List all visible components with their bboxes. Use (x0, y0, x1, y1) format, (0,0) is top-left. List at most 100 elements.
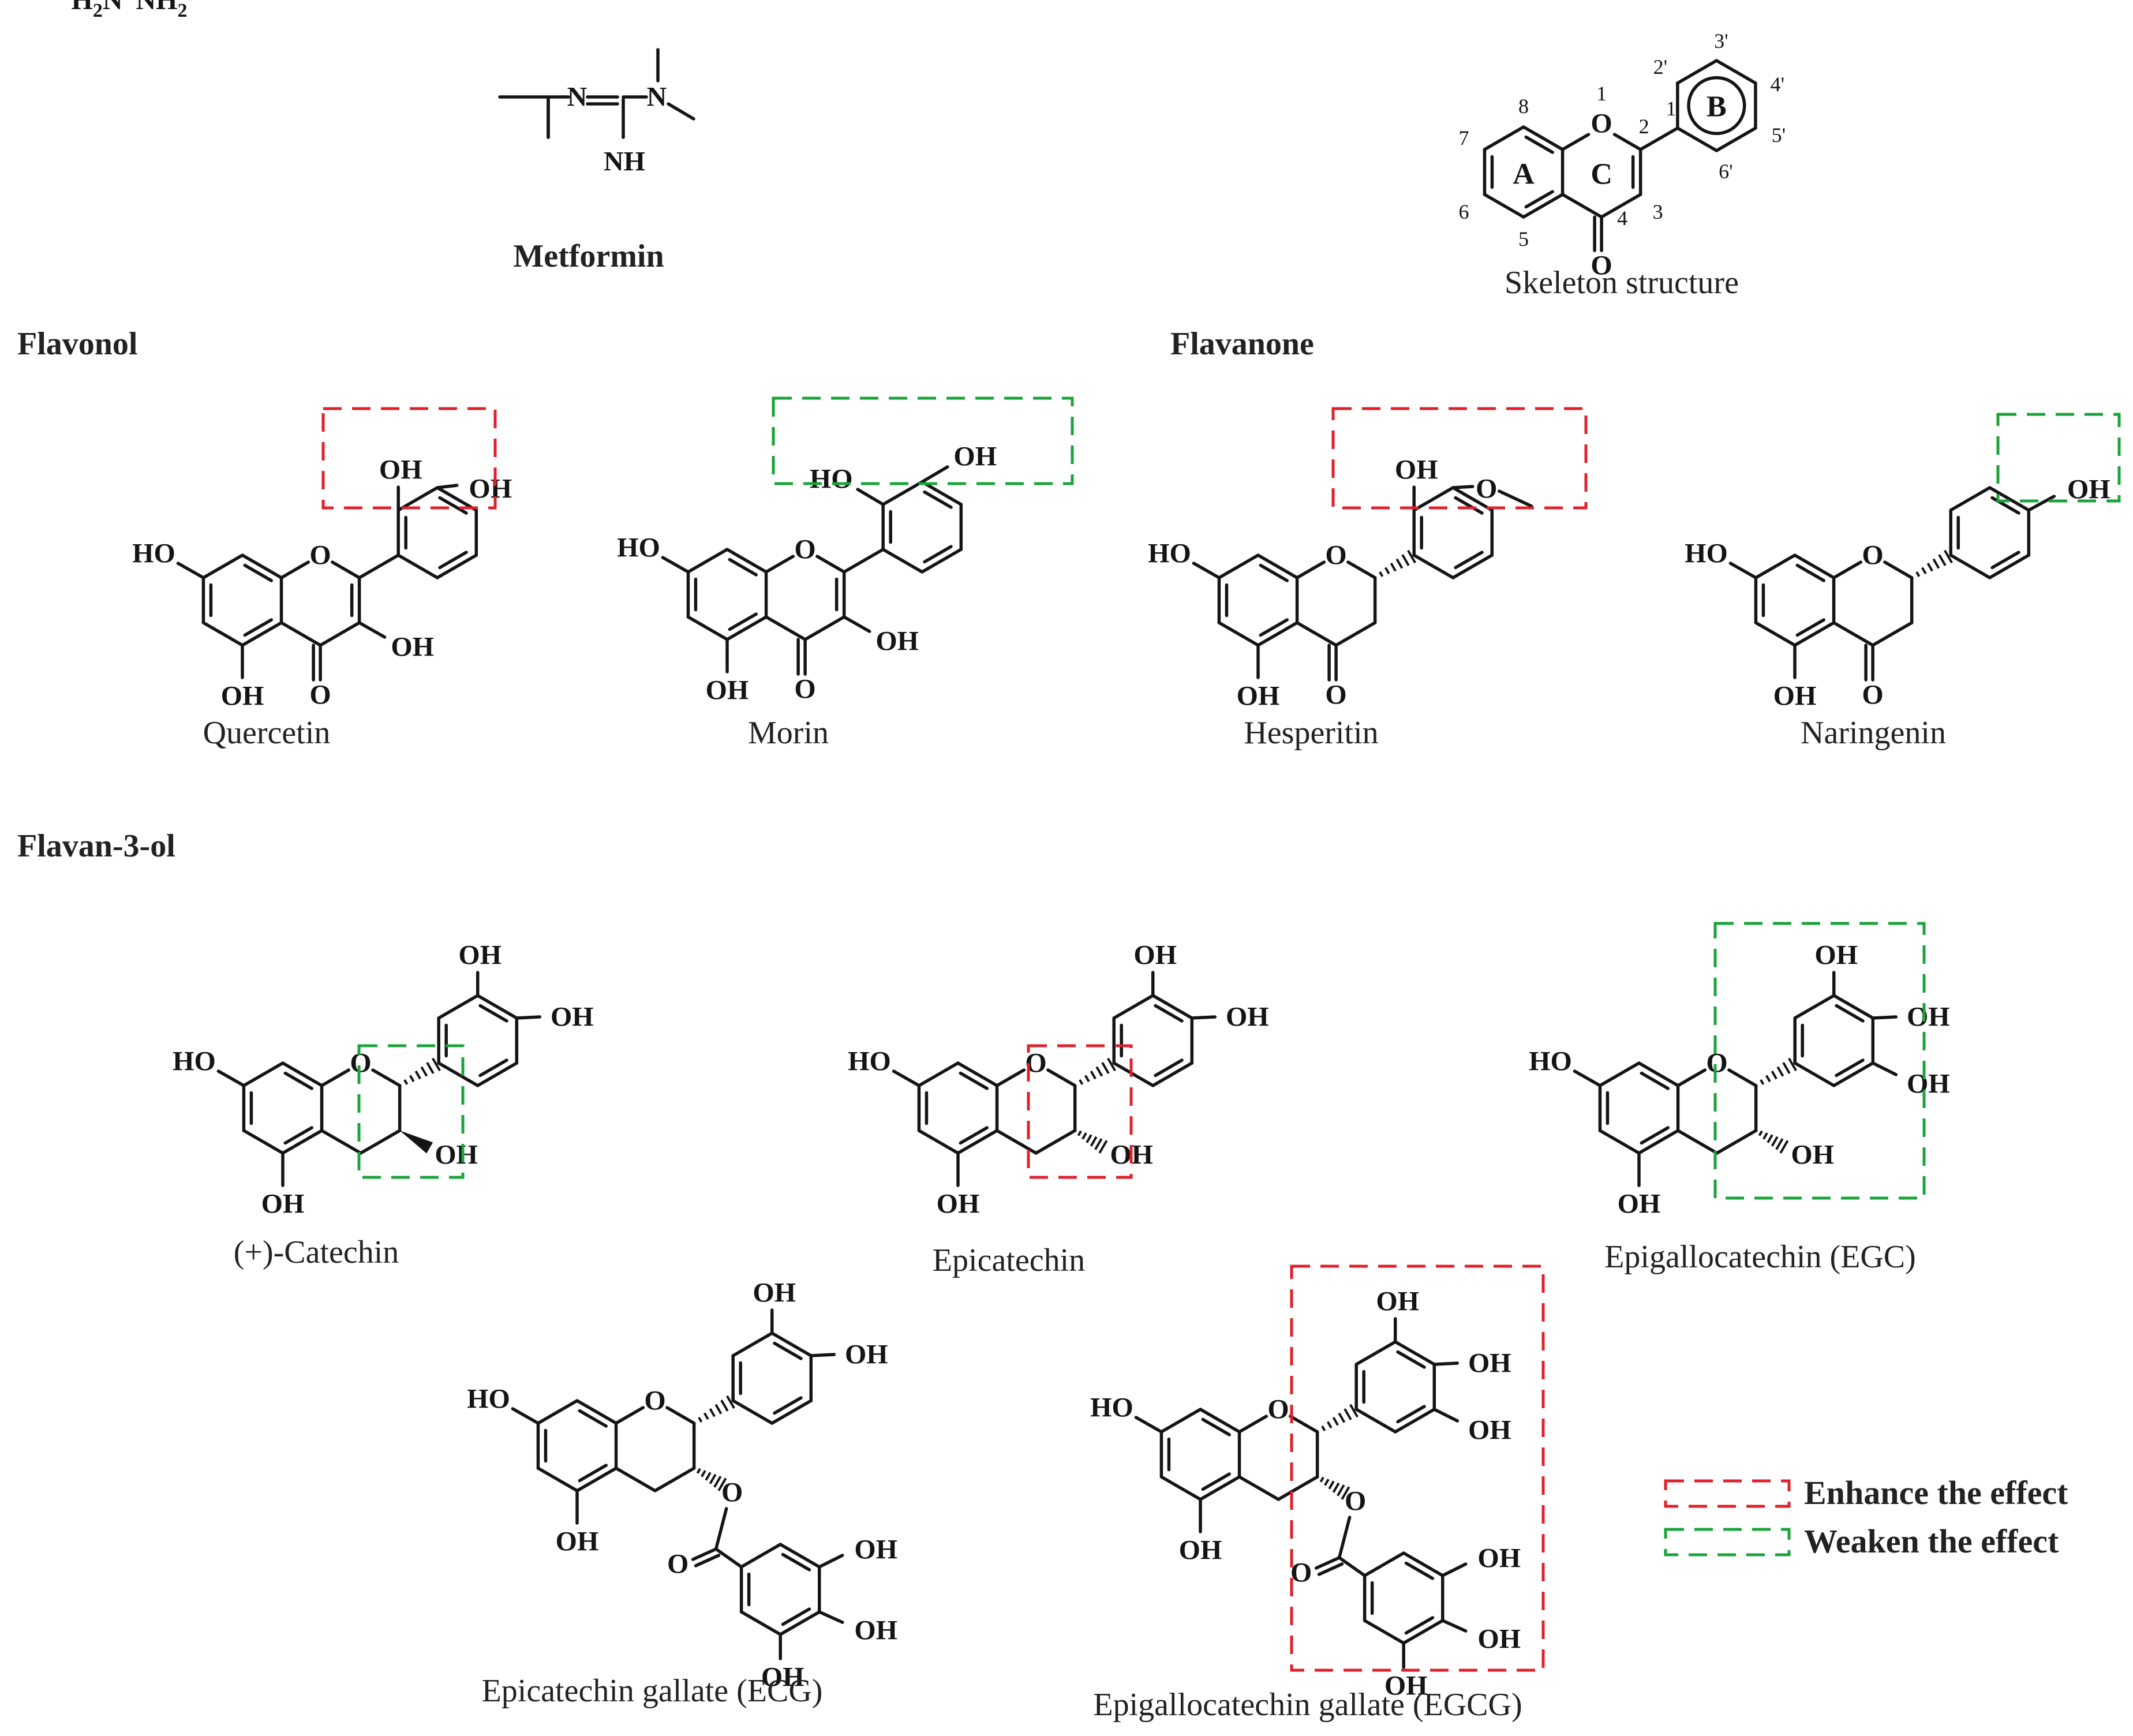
middle: NH2 (136, 0, 188, 21)
ring-oxygen-label: O (1862, 540, 1883, 571)
ring-bond (1988, 486, 2031, 512)
hydroxyl-4p-label: OH (953, 442, 997, 472)
skeleton-num-4p: 4' (1771, 73, 1785, 96)
ring-bond (1256, 553, 1299, 579)
egc-name: Epigallocatechin (EGC) (1604, 1239, 1916, 1275)
ring-bond (1363, 1619, 1405, 1645)
skeleton-ring-oxygen: O (1591, 108, 1612, 139)
ring-bond (1159, 1475, 1202, 1501)
bond-7-oh (661, 556, 690, 574)
ring-bond (1793, 994, 1836, 1020)
skeleton-bond (1600, 193, 1642, 219)
skeleton-b-aromatic-circle (1687, 76, 1746, 136)
bond-7-oh (511, 1407, 540, 1425)
ring-bond-c4-c4a (1237, 1475, 1280, 1501)
galloyl-oh-bond (817, 1610, 844, 1624)
skeleton-num-2: 2 (1639, 115, 1649, 138)
hydroxyl-7-label: HO (1148, 538, 1191, 569)
egcg-name: Epigallocatechin gallate (EGCG) (1093, 1687, 1522, 1723)
aromatic-inner-bond (1990, 551, 2020, 570)
hydroxyl-7-label: HO (617, 533, 660, 563)
bond-3-oh (357, 621, 387, 639)
ring-bond (739, 1543, 782, 1569)
methoxy-oxygen-label: O (1476, 474, 1497, 504)
ring-bond (1159, 1408, 1202, 1434)
ester-carbonyl-oxygen-label: O (667, 1549, 688, 1580)
aromatic-inner-bond (773, 1396, 803, 1415)
legend-weaken-label: Weaken the effect (1804, 1522, 2059, 1560)
aromatic-inner-bond (1454, 551, 1484, 570)
skeleton-num-6p: 6' (1719, 160, 1733, 183)
metformin-nh-label: NH (604, 147, 645, 177)
ring-bond (1754, 621, 1797, 647)
hydroxyl-7-label: HO (1529, 1046, 1572, 1077)
bond-7-oh (1134, 1416, 1163, 1434)
ring-bond-o1-c8a (1295, 560, 1326, 579)
ring-bond (739, 1610, 782, 1636)
ring-bond (1676, 59, 1719, 85)
c2-b-ring-hashed-bond (1379, 549, 1416, 577)
aromatic-inner-bond (1154, 1004, 1184, 1023)
bond-7-oh (1573, 1069, 1602, 1087)
ring-bond-c4-c4a (995, 1129, 1038, 1155)
galloyl-5-oh-label: OH (1384, 1671, 1428, 1701)
aromatic-inner-bond (578, 1464, 608, 1483)
skeleton-num-1: 1 (1596, 82, 1607, 105)
c3-hashed-bond (1319, 1476, 1350, 1500)
ring-bond (1832, 994, 1875, 1020)
ring-oxygen-label: O (350, 1048, 371, 1079)
egcg-enhance-box (1290, 1264, 1545, 1672)
aromatic-inner-bond (1795, 563, 1825, 582)
ecg-name: Epicatechin gallate (ECG) (482, 1673, 823, 1709)
ring-bond (1151, 1061, 1194, 1087)
ring-bond (575, 1399, 618, 1425)
quercetin-name: Quercetin (203, 715, 331, 751)
carbonyl-oxygen-label: O (309, 680, 331, 710)
ring-bond (725, 548, 768, 574)
ring-bond (917, 1129, 960, 1155)
aromatic-inner-bond (1201, 1417, 1231, 1436)
bond-7-oh (176, 562, 205, 579)
skeleton-num-2p: 2' (1653, 55, 1668, 78)
ester-carbonyl-bond (1314, 1556, 1341, 1570)
ring-bond (1483, 193, 1525, 219)
hesperitin-enhance-box (1331, 407, 1588, 510)
naringenin-name: Naringenin (1801, 715, 1946, 751)
hydroxyl-5-label: OH (1618, 1189, 1661, 1219)
ring-bond-c3-c4 (653, 1466, 696, 1492)
ester-to-ring-bond (714, 1547, 743, 1569)
ring-bond (437, 1061, 480, 1087)
ring-bond (881, 548, 924, 574)
hydroxyl-3-label: OH (875, 626, 919, 657)
ring-bond (1151, 994, 1194, 1020)
skeleton-caption: Skeleton structure (1505, 265, 1739, 301)
skeleton-num-1p: 1' (1666, 97, 1681, 120)
ring-bond (881, 480, 924, 506)
ring-bond (917, 1061, 960, 1087)
ring-bond (1402, 1619, 1445, 1645)
ring-bond (1715, 59, 1757, 85)
metformin-n2-label: N (647, 82, 667, 113)
carbonyl-oxygen-label: O (1325, 680, 1346, 710)
aromatic-inner-bond (243, 563, 273, 582)
galloyl-4-oh-label: OH (1477, 1624, 1521, 1655)
skeleton-ring-a-letter: A (1513, 158, 1535, 191)
ester-carbonyl-double (694, 1554, 721, 1567)
hydroxyl-5-label: OH (221, 681, 264, 712)
ester-bond (1337, 1516, 1352, 1559)
ring-bond (1988, 553, 2031, 579)
ester-bond (714, 1507, 728, 1551)
skeleton-num-5: 5 (1518, 227, 1529, 250)
ring-bond (1754, 553, 1797, 579)
hydroxyl-3-label: OH (1791, 1140, 1834, 1170)
ring-bond-c3-c4 (1871, 621, 1914, 647)
ring-bond (1451, 486, 1494, 512)
ring-bond (241, 553, 283, 579)
hydroxyl-3p-label: OH (458, 940, 502, 971)
ring-bond (536, 1399, 579, 1425)
aromatic-inner-bond (781, 1607, 811, 1626)
ring-bond (1451, 553, 1494, 579)
ring-bond (242, 1061, 285, 1087)
ring-bond (1256, 621, 1299, 647)
carbonyl-oxygen-label: O (1862, 680, 1883, 710)
